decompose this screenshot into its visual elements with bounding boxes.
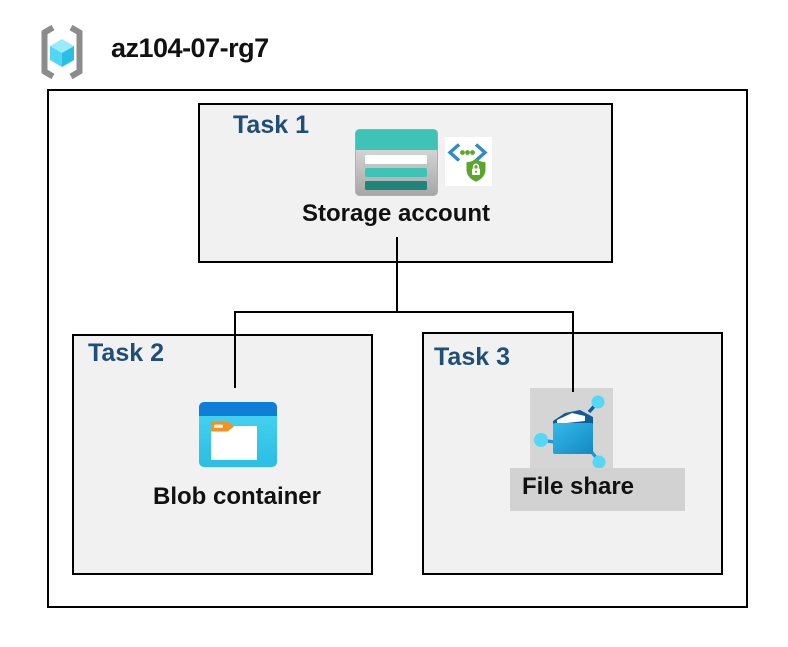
task2-box: Task 2 Blob container (72, 334, 373, 575)
file-share-icon (534, 395, 606, 468)
storage-account-label: Storage account (301, 200, 491, 227)
resource-group-name: az104-07-rg7 (111, 33, 269, 63)
file-share-label-background (510, 468, 685, 511)
storage-account-icon (355, 129, 438, 196)
blob-container-icon (199, 402, 277, 467)
connector-branch-horizontal (234, 311, 574, 313)
file-share-selection-background (530, 388, 613, 468)
sas-shield-lock-icon (445, 137, 492, 186)
blob-container-label: Blob container (152, 483, 321, 510)
file-share-label: File share (521, 473, 635, 500)
task2-label: Task 2 (88, 339, 164, 367)
task1-label: Task 1 (233, 111, 309, 139)
task3-label: Task 3 (434, 343, 510, 371)
task1-box: Task 1 Storage account (198, 103, 613, 263)
connector-to-blob-container (234, 311, 236, 388)
resource-group-icon (41, 24, 83, 80)
connector-to-file-share (572, 311, 574, 392)
connector-storage-trunk (396, 237, 398, 313)
